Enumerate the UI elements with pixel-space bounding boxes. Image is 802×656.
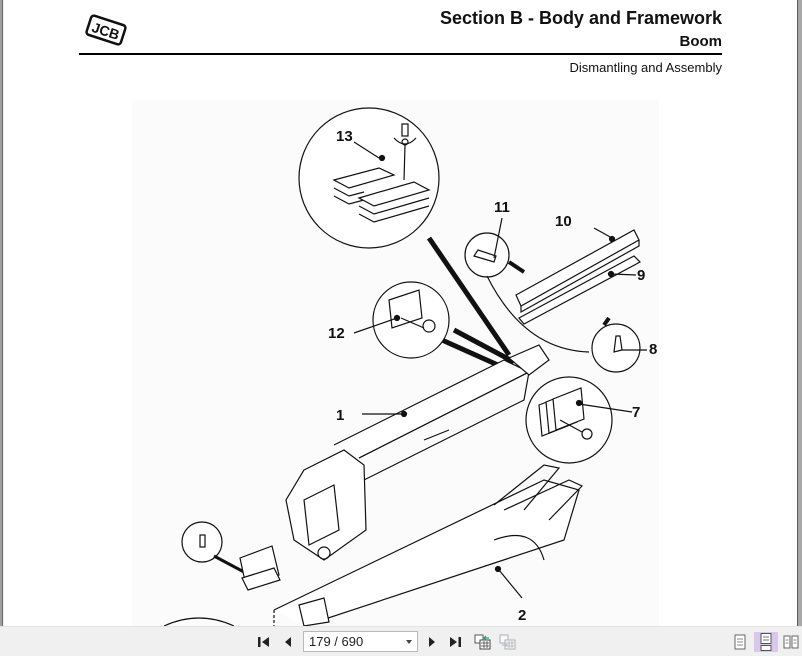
- boom-exploded-diagram: [163, 107, 647, 626]
- detail-circle-12: [353, 281, 450, 359]
- document-page: JCB Section B - Body and Framework Boom …: [4, 0, 797, 626]
- last-page-button[interactable]: [446, 632, 464, 652]
- topic-title: Dismantling and Assembly: [569, 60, 722, 75]
- chevron-down-icon: [406, 640, 412, 644]
- callout-9: 9: [637, 267, 646, 284]
- facing-view-icon: [783, 635, 799, 649]
- callout-8: 8: [649, 341, 658, 358]
- detail-circle-7: [525, 376, 633, 464]
- callout-7: 7: [632, 404, 641, 421]
- jcb-logo: JCB: [85, 14, 127, 46]
- next-page-icon: [429, 637, 435, 647]
- vertical-scrollbar[interactable]: [797, 0, 802, 626]
- prev-page-button[interactable]: [280, 632, 296, 652]
- first-page-icon: [258, 637, 269, 647]
- callout-10: 10: [555, 213, 572, 230]
- page-number-value: 179 / 690: [309, 634, 364, 649]
- single-page-view-button[interactable]: [731, 632, 749, 652]
- copy-layout-icon: [474, 634, 491, 650]
- detail-circle-11: [464, 217, 526, 278]
- left-border: [0, 0, 3, 626]
- paste-layout-icon: [499, 634, 516, 650]
- first-page-button[interactable]: [255, 632, 273, 652]
- continuous-view-button[interactable]: [754, 632, 778, 652]
- callout-11: 11: [494, 199, 510, 216]
- continuous-view-icon: [760, 633, 772, 651]
- last-page-icon: [450, 637, 461, 647]
- paste-layout-button[interactable]: [498, 632, 518, 652]
- callout-2: 2: [518, 607, 527, 624]
- boom-inner-section: [285, 344, 550, 561]
- wear-rails: [486, 227, 641, 353]
- page-number-select[interactable]: 179 / 690: [303, 631, 418, 652]
- single-page-view-icon: [734, 634, 746, 650]
- next-page-button[interactable]: [424, 632, 440, 652]
- detail-circle-8: [591, 316, 647, 373]
- navigation-toolbar: 179 / 690: [0, 626, 802, 656]
- header-divider: [79, 53, 722, 55]
- callout-12: 12: [328, 325, 345, 342]
- boom-outer-section: [273, 464, 584, 626]
- facing-view-button[interactable]: [782, 632, 800, 652]
- section-title: Section B - Body and Framework: [439, 8, 722, 28]
- prev-page-icon: [285, 637, 291, 647]
- callout-1: 1: [336, 407, 345, 424]
- subsection-title: Boom: [679, 33, 723, 50]
- detail-circle-bracket: [163, 521, 281, 626]
- detail-circle-13: [298, 107, 440, 249]
- callout-13: 13: [336, 128, 353, 145]
- copy-layout-button[interactable]: [473, 632, 493, 652]
